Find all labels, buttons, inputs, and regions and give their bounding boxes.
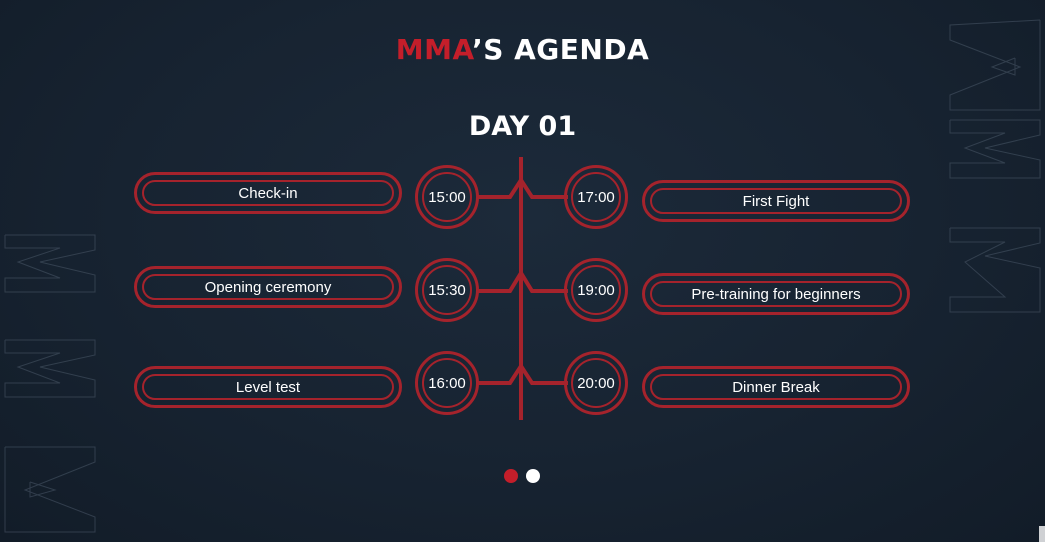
event-label: Pre-training for beginners [650,281,902,307]
event-pill-opening-ceremony[interactable]: Opening ceremony [134,266,402,308]
watermark-letter-a-right [949,19,1041,111]
watermark-letter-a [4,446,96,533]
day-label: DAY 01 [468,111,577,142]
connector-row-1 [478,176,568,199]
watermark-letter-m-1 [4,234,96,293]
pagination-dot-1-active[interactable] [504,469,518,483]
event-label: First Fight [650,188,902,214]
time-label: 17:00 [571,172,621,222]
time-label: 15:30 [422,265,472,315]
event-pill-level-test[interactable]: Level test [134,366,402,408]
connector-row-3 [478,362,568,385]
event-pill-pre-training[interactable]: Pre-training for beginners [642,273,910,315]
pagination-dot-2[interactable] [526,469,540,483]
time-label: 20:00 [571,358,621,408]
watermark-letter-m-right-2 [949,227,1041,313]
time-circle-right-2: 19:00 [564,258,628,322]
title-accent: MMA [395,33,473,66]
time-label: 16:00 [422,358,472,408]
title-rest: ’S AGENDA [472,33,650,66]
event-label: Opening ceremony [142,274,394,300]
time-circle-left-2: 15:30 [415,258,479,322]
time-circle-left-3: 16:00 [415,351,479,415]
event-label: Level test [142,374,394,400]
event-pill-check-in[interactable]: Check-in [134,172,402,214]
time-circle-left-1: 15:00 [415,165,479,229]
event-label: Dinner Break [650,374,902,400]
time-label: 19:00 [571,265,621,315]
watermark-letter-m-right-1 [949,119,1041,179]
page-title: MMA’S AGENDA [0,34,1045,66]
watermark-letter-m-2 [4,339,96,398]
event-label: Check-in [142,180,394,206]
event-pill-dinner-break[interactable]: Dinner Break [642,366,910,408]
connector-row-2 [478,269,568,293]
event-pill-first-fight[interactable]: First Fight [642,180,910,222]
time-circle-right-1: 17:00 [564,165,628,229]
corner-icon [1039,526,1045,542]
time-label: 15:00 [422,172,472,222]
time-circle-right-3: 20:00 [564,351,628,415]
